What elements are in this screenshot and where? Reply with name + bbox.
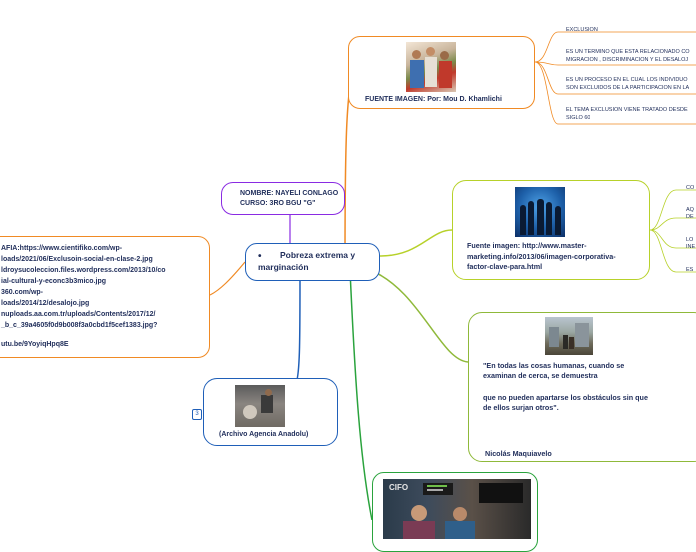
bibliography-line: 360.com/wp- <box>1 289 44 296</box>
bibliography-line: nuploads.aa.com.tr/uploads/Contents/2017… <box>1 311 156 318</box>
student-course: CURSO: 3RO BGU "G" <box>240 200 316 207</box>
topic2-caption: Fuente imagen: http://www.master-marketi… <box>467 241 616 271</box>
sub1-branch-b <box>534 61 696 66</box>
central-topic[interactable]: • Pobreza extrema y marginación <box>245 243 380 281</box>
sub1-branch-a <box>534 31 696 63</box>
topic4-badge-label: 3 <box>195 411 199 417</box>
topic2-subtopic-3-line2[interactable]: INE <box>686 244 696 250</box>
topic1-subtopic-2-line2[interactable]: MIGRACION , DISCRIMINACION Y EL DESALOJ <box>566 57 689 63</box>
topic5-image: CIFO <box>383 479 531 539</box>
connector-topic2 <box>379 229 453 257</box>
topic2-subtopic-3-line1[interactable]: LO <box>686 237 694 243</box>
sub2-branch-c <box>649 229 696 249</box>
topic1-subtopic-3-line2[interactable]: SON EXCLUIDOS DE LA PARTICIPACION EN LA <box>566 85 690 91</box>
topic5-image-text: CIFO <box>389 483 409 492</box>
topic1-subtopic-3-line1[interactable]: ES UN PROCESO EN EL CUAL LOS INDIVIDUO <box>566 77 688 83</box>
topic2-node[interactable]: Fuente imagen: http://www.master-marketi… <box>452 180 650 280</box>
sub2-branch-d <box>649 229 696 273</box>
topic1-image <box>406 42 456 92</box>
bibliography-line: ldroysucoleccion.files.wordpress.com/201… <box>1 267 166 274</box>
topic1-subtopic-1[interactable]: EXCLUSION <box>566 27 598 33</box>
topic2-subtopic-2-line1[interactable]: AQ <box>686 207 694 213</box>
topic3-quote-line2: examinan de cerca, se demuestra <box>483 371 598 380</box>
bibliography-line: ial-cultural-y-econc3b3mico.jpg <box>1 278 107 285</box>
topic2-subtopic-4[interactable]: ES <box>686 267 694 273</box>
connector-topic5 <box>349 269 373 520</box>
bibliography-node[interactable]: AFIA:https://www.cientifiko.com/wp- load… <box>0 236 210 358</box>
bibliography-line: AFIA:https://www.cientifiko.com/wp- <box>1 245 123 252</box>
topic3-quote-line4: que no pueden apartarse los obstáculos s… <box>483 393 648 402</box>
topic3-author: Nicolás Maquiavelo <box>485 449 552 458</box>
central-label: Pobreza extrema y marginación <box>258 250 356 272</box>
student-info-node[interactable]: NOMBRE: NAYELI CONLAGO CURSO: 3RO BGU "G… <box>221 182 345 215</box>
topic1-subtopic-4-line2[interactable]: SIGLO 60 <box>566 115 591 121</box>
bibliography-line: _b_c_39a4605f0d9b008f3a0cbd1f5cef1383.jp… <box>1 322 158 329</box>
topic4-caption: (Archivo Agencia Anadolu) <box>219 431 309 438</box>
topic2-subtopic-2-line2[interactable]: DE <box>686 214 694 220</box>
topic5-node[interactable]: CIFO <box>372 472 538 552</box>
sub1-branch-d <box>534 61 696 125</box>
topic4-image <box>235 385 285 427</box>
bibliography-line: utu.be/9YoyiqHpq8E <box>1 341 69 348</box>
topic3-quote-line5: de ellos surjan otros". <box>483 403 559 412</box>
bibliography-line: loads/2021/06/Exclusoin-social-en-clase-… <box>1 256 153 263</box>
topic2-subtopic-1[interactable]: CO <box>686 185 695 191</box>
topic3-node[interactable]: "En todas las cosas humanas, cuando se e… <box>468 312 696 462</box>
student-name: NOMBRE: NAYELI CONLAGO <box>240 190 339 197</box>
connector-topic3 <box>369 269 469 363</box>
topic3-quote-line1: "En todas las cosas humanas, cuando se <box>483 361 625 370</box>
topic3-image <box>545 317 593 355</box>
topic4-node[interactable]: (Archivo Agencia Anadolu) <box>203 378 338 446</box>
sub2-branch-a <box>649 189 696 231</box>
topic4-badge[interactable]: 3 <box>192 409 202 420</box>
topic1-subtopic-4-line1[interactable]: EL TEMA EXCLUSION VIENE TRATADO DESDE <box>566 107 688 113</box>
connector-bibliography <box>209 261 246 296</box>
sub1-branch-c <box>534 61 696 95</box>
topic2-image <box>515 187 565 237</box>
topic1-caption: FUENTE IMAGEN: Por: Mou D. Khamlichi <box>365 96 502 103</box>
central-bullet: • <box>258 251 262 262</box>
sub2-branch-b <box>649 217 696 231</box>
connector-topic4 <box>294 274 301 386</box>
topic1-node[interactable]: FUENTE IMAGEN: Por: Mou D. Khamlichi <box>348 36 535 109</box>
topic1-subtopic-2-line1[interactable]: ES UN TERMINO QUE ESTA RELACIONADO CO <box>566 49 690 55</box>
bibliography-line: loads/2014/12/desalojo.jpg <box>1 300 90 307</box>
